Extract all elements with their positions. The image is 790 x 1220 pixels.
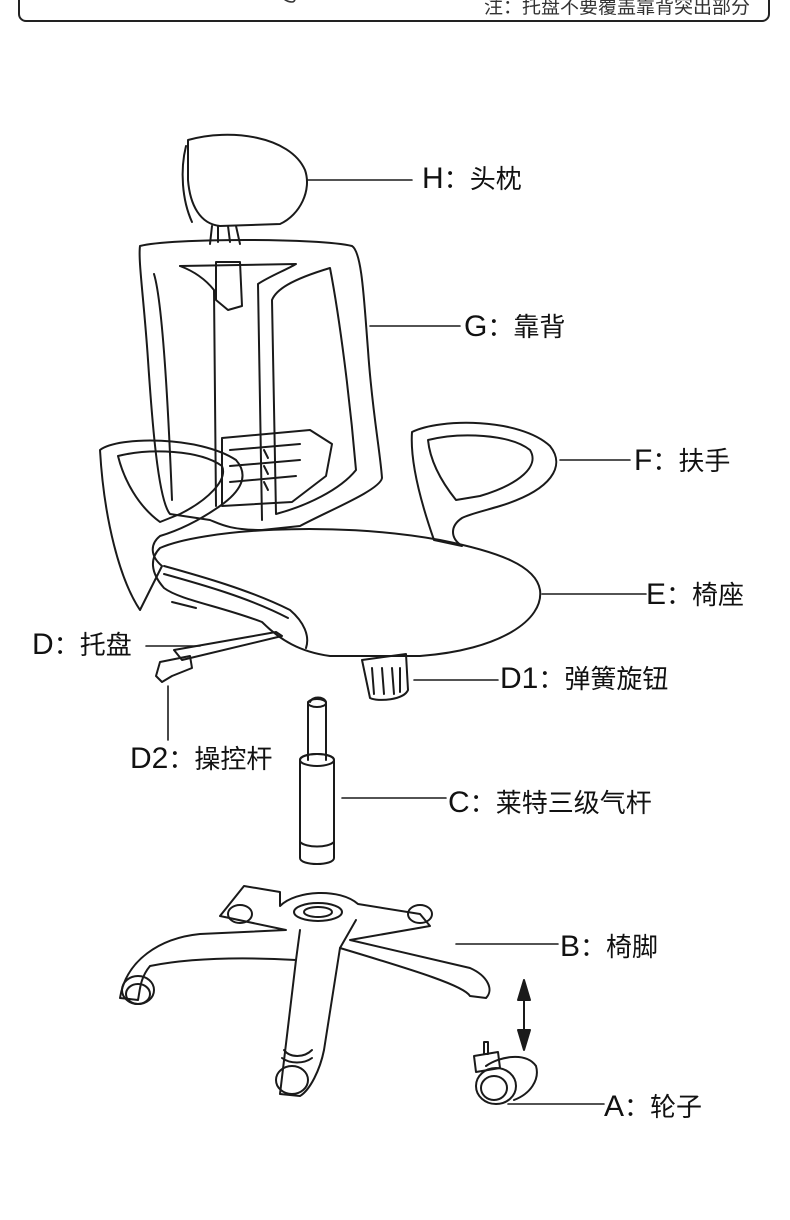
spring-knob — [361, 653, 409, 701]
label-wheel: A：轮子 — [604, 1090, 703, 1123]
backrest — [138, 239, 383, 531]
label-control-lever: D2：操控杆 — [130, 742, 273, 775]
seat — [152, 528, 542, 657]
label-backrest: G：靠背 — [464, 310, 566, 343]
armrest-right — [410, 421, 558, 547]
gas-lift — [299, 696, 335, 865]
headrest — [181, 133, 308, 245]
arrow-icon — [517, 979, 531, 1051]
base — [119, 885, 491, 1097]
note-box: 注：托盘不要覆盖靠背突出部分 — [18, 0, 770, 22]
label-base: B：椅脚 — [560, 930, 659, 963]
wheel — [473, 1041, 538, 1105]
label-seat: E：椅座 — [646, 578, 745, 611]
label-gas-lift: C：莱特三级气杆 — [448, 786, 652, 819]
hand-icon — [284, 0, 296, 3]
label-armrest: F：扶手 — [634, 444, 731, 477]
armrest-left — [99, 439, 244, 611]
leader-lines — [145, 179, 647, 1105]
label-headrest: H：头枕 — [422, 162, 522, 195]
label-tray: D：托盘 — [32, 628, 132, 661]
tray — [155, 631, 283, 683]
note-text: 注：托盘不要覆盖靠背突出部分 — [483, 0, 750, 18]
label-spring-knob: D1：弹簧旋钮 — [500, 662, 669, 695]
